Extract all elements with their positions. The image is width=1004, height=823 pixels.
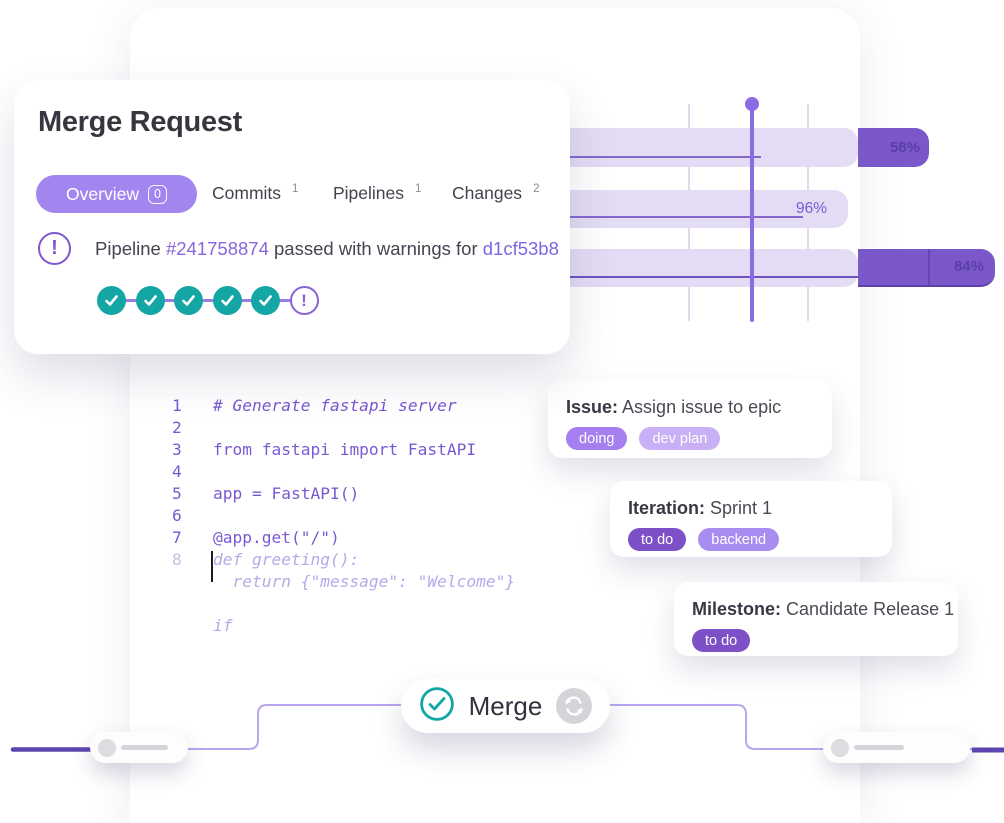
- pipeline-steps: !: [97, 286, 319, 315]
- pipelines-count: 1: [415, 183, 422, 195]
- node-dot: [831, 738, 849, 757]
- tab-overview[interactable]: Overview 0: [36, 175, 197, 213]
- label-badge[interactable]: doing: [566, 427, 628, 450]
- page-title: Merge Request: [38, 106, 242, 138]
- iteration-card-title: Iteration: Sprint 1: [628, 498, 773, 518]
- issue-card[interactable]: Issue: Assign issue to epic doing dev pl…: [548, 380, 832, 458]
- check-circle-icon: [419, 686, 455, 727]
- code-line-ai-suggestion: if: [213, 615, 233, 635]
- check-circle-icon[interactable]: [135, 286, 165, 315]
- code-line: 4: [172, 461, 182, 481]
- code-line: 6: [172, 505, 182, 525]
- code-line: [172, 592, 515, 614]
- warning-circle-icon[interactable]: !: [289, 286, 319, 315]
- overview-count-badge: 0: [147, 184, 167, 204]
- warning-icon: !: [38, 232, 71, 265]
- refresh-icon[interactable]: [556, 688, 593, 724]
- label-badge[interactable]: to do: [628, 528, 687, 551]
- pipeline-id-link[interactable]: #241758874: [165, 237, 269, 259]
- merge-button-label: Merge: [468, 690, 543, 721]
- check-circle-icon[interactable]: [97, 286, 126, 315]
- label-badge[interactable]: backend: [698, 528, 780, 551]
- pipeline-status-row: ! Pipeline #241758874 passed with warnin…: [38, 232, 559, 265]
- code-line: 7@app.get("/"): [172, 527, 340, 547]
- iteration-card[interactable]: Iteration: Sprint 1 to do backend: [610, 481, 892, 557]
- gantt-bar-1-fill: 58%: [858, 128, 929, 167]
- merge-button[interactable]: Merge: [401, 679, 610, 733]
- branch-node-left: [90, 732, 188, 763]
- pipeline-status-text: Pipeline #241758874 passed with warnings…: [95, 237, 559, 259]
- node-placeholder-bar: [854, 745, 904, 750]
- gantt-bar-3-fill: 84%: [858, 249, 995, 287]
- gantt-bar-3-percent: 84%: [953, 258, 984, 275]
- check-circle-icon[interactable]: [174, 286, 203, 315]
- milestone-card[interactable]: Milestone: Candidate Release 1 to do: [674, 582, 958, 656]
- text-cursor: [211, 551, 213, 582]
- check-circle-icon[interactable]: [251, 286, 280, 315]
- milestone-card-title: Milestone: Candidate Release 1: [692, 599, 955, 619]
- gantt-bar-3-divider: [928, 249, 930, 285]
- label-badge[interactable]: to do: [692, 629, 751, 652]
- check-circle-icon[interactable]: [212, 286, 242, 315]
- gantt-bar-1-percent: 58%: [889, 139, 920, 156]
- node-placeholder-bar: [121, 745, 168, 750]
- code-line-ai-suggestion: return {"message": "Welcome"}: [213, 571, 516, 591]
- node-dot: [98, 738, 116, 757]
- code-line: 1# Generate fastapi server: [172, 395, 457, 415]
- changes-count: 2: [533, 183, 540, 195]
- issue-card-title: Issue: Assign issue to epic: [566, 397, 782, 417]
- commit-hash-link[interactable]: d1cf53b8: [482, 237, 559, 259]
- branch-node-right: [823, 732, 970, 763]
- label-badge[interactable]: dev plan: [639, 427, 721, 450]
- code-line: 2: [172, 417, 182, 437]
- commits-count: 1: [292, 183, 299, 195]
- pipeline-steps-connector: [112, 299, 304, 302]
